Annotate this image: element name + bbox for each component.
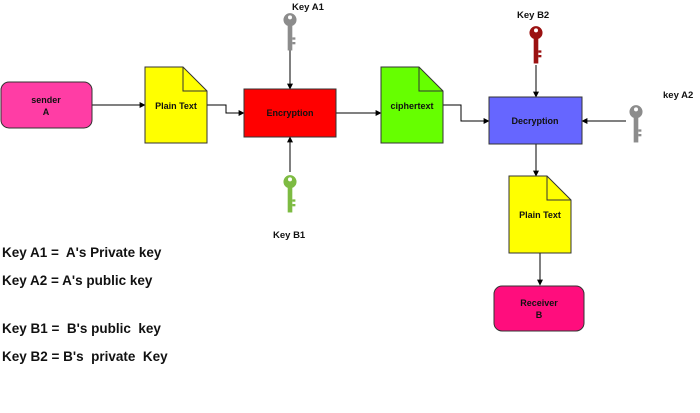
decryption-box bbox=[488, 96, 583, 145]
key-a1-icon bbox=[283, 13, 297, 51]
ciphertext-document: ciphertext bbox=[380, 66, 444, 144]
ciphertext-label: ciphertext bbox=[390, 101, 433, 111]
receiver-label-line1: Receiver bbox=[520, 298, 558, 308]
decryption-label: Decryption bbox=[511, 116, 558, 126]
plain-text-2-label: Plain Text bbox=[519, 210, 561, 220]
legend-key-b2: Key B2 = B's private Key bbox=[2, 349, 168, 364]
key-a2: key A2 bbox=[629, 90, 693, 143]
key-b2-icon bbox=[529, 26, 543, 64]
plain-text-document-2: Plain Text bbox=[508, 175, 572, 254]
key-b1: Key B1 bbox=[273, 175, 306, 241]
key-b1-icon bbox=[283, 175, 297, 213]
legend-key-b1: Key B1 = B's public key bbox=[2, 321, 161, 336]
receiver-node: Receiver B bbox=[493, 285, 585, 332]
key-a2-label: key A2 bbox=[663, 90, 693, 101]
key-b1-label: Key B1 bbox=[273, 230, 306, 241]
key-a1: Key A1 bbox=[283, 2, 325, 51]
plain-text-document-1: Plain Text bbox=[144, 66, 208, 144]
encryption-box bbox=[243, 88, 337, 138]
plain-text-1-shape bbox=[144, 66, 208, 144]
decryption-node: Decryption bbox=[488, 96, 583, 145]
legend-key-a2: Key A2 = A's public key bbox=[2, 273, 153, 288]
sender-box bbox=[0, 81, 93, 129]
plain-text-1-label: Plain Text bbox=[155, 101, 197, 111]
ciphertext-shape bbox=[380, 66, 444, 144]
sender-node: sender A bbox=[0, 81, 93, 129]
plain-text-2-shape bbox=[508, 175, 572, 254]
key-a2-icon bbox=[629, 105, 643, 143]
ciphertext-fold bbox=[418, 67, 443, 92]
connectors bbox=[92, 50, 626, 286]
receiver-label-line2: B bbox=[536, 310, 543, 320]
encryption-label: Encryption bbox=[266, 108, 313, 118]
plain-text-1-fold bbox=[182, 67, 207, 92]
sender-label-line2: A bbox=[43, 107, 50, 117]
plain-text-2-fold bbox=[546, 176, 571, 201]
legend-key-a1: Key A1 = A's Private key bbox=[2, 245, 162, 260]
arrow-plaintext-to-encryption bbox=[207, 104, 245, 116]
key-a1-label: Key A1 bbox=[292, 2, 325, 13]
key-b2: Key B2 bbox=[517, 10, 549, 64]
receiver-box bbox=[493, 285, 585, 332]
encryption-node: Encryption bbox=[243, 88, 337, 138]
sender-label-line1: sender bbox=[31, 95, 61, 105]
key-b2-label: Key B2 bbox=[517, 10, 549, 21]
arrow-ciphertext-to-decryption bbox=[443, 104, 490, 124]
